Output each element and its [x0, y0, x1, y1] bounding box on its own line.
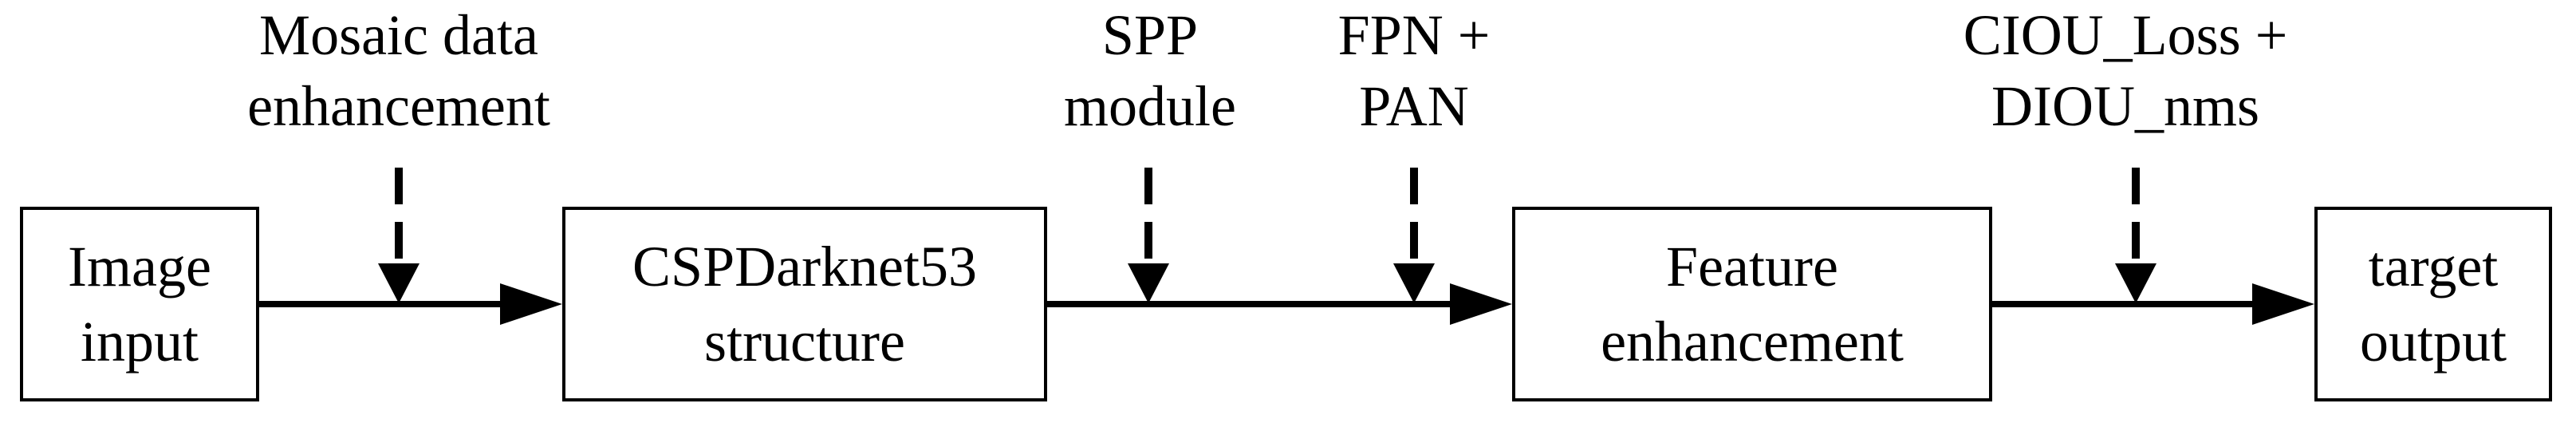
node-feature-enhancement: Feature enhancement [1512, 207, 1992, 401]
node-image-input: Image input [20, 207, 259, 401]
flow-arrow-line-1 [256, 301, 503, 307]
annotation-fpn-pan: FPN + PAN [1337, 3, 1491, 138]
dashed-arrow-line-ciou [2132, 168, 2140, 265]
arrow-right-icon-2 [1450, 283, 1512, 325]
flow-arrow-line-2 [1044, 301, 1453, 307]
node-target-output: target output [2314, 207, 2552, 401]
dashed-arrow-line-fpn-pan [1410, 168, 1418, 265]
arrow-right-icon-1 [500, 283, 562, 325]
arrow-down-icon-mosaic [378, 263, 419, 303]
flow-arrow-line-3 [1989, 301, 2255, 307]
annotation-mosaic-data-enhancement: Mosaic data enhancement [247, 3, 550, 138]
annotation-spp-module: SPP module [1064, 3, 1236, 138]
node-feature-enhancement-label: Feature enhancement [1601, 235, 1904, 374]
node-cspdarknet53-structure-label: CSPDarknet53 structure [632, 235, 977, 374]
node-image-input-label: Image input [68, 235, 211, 374]
node-cspdarknet53-structure: CSPDarknet53 structure [562, 207, 1047, 401]
dashed-arrow-line-mosaic [395, 168, 403, 265]
arrow-right-icon-3 [2252, 283, 2314, 325]
annotation-ciou-loss-diou-nms: CIOU_Loss + DIOU_nms [1963, 3, 2288, 138]
node-target-output-label: target output [2359, 235, 2507, 374]
dashed-arrow-line-spp [1144, 168, 1152, 265]
arrow-down-icon-spp [1128, 263, 1169, 303]
arrow-down-icon-fpn-pan [1393, 263, 1435, 303]
arrow-down-icon-ciou [2115, 263, 2157, 303]
